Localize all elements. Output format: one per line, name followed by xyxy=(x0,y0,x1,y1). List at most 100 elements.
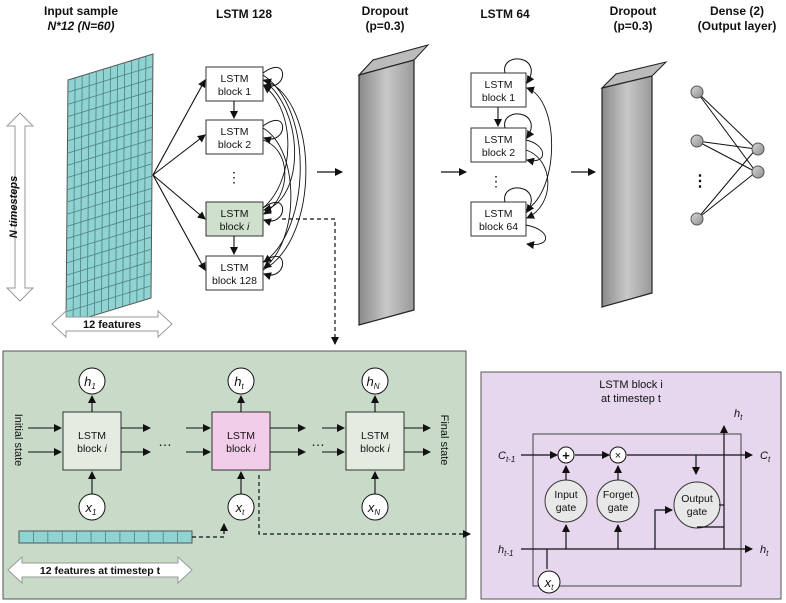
unrolled-dots-1: … xyxy=(158,433,172,449)
x-label-2: xt xyxy=(235,500,246,517)
output-gate-label-1: Output xyxy=(681,493,713,505)
input-grid-row-line xyxy=(67,65,154,93)
unrolled-dots-2: … xyxy=(311,433,325,449)
unrolled-cell-2-line1: LSTM xyxy=(227,430,255,442)
dropout1-title: Dropout xyxy=(362,4,409,18)
timesteps-double-arrow xyxy=(5,112,35,302)
lstm128-block-4-line1: LSTM xyxy=(220,262,248,274)
input-grid-row-line xyxy=(67,126,153,154)
input-grid-row-line xyxy=(66,200,152,227)
lstm64-block-2-line2: block 2 xyxy=(482,147,515,159)
lstm64-block-3-line2: block 64 xyxy=(479,221,518,233)
lstm128-recurrent-link xyxy=(262,85,289,209)
lstm64-ellipsis: ⋮ xyxy=(489,173,503,189)
lstm128-recurrent-link xyxy=(262,74,301,263)
input-to-lstm128-arrow xyxy=(152,174,206,271)
lstm128-recurrent-link xyxy=(262,139,286,215)
input-grid-row-line xyxy=(66,163,153,191)
dropout2-layer xyxy=(601,75,653,308)
dense-input-node-n xyxy=(690,212,704,226)
lstm128-block-3-line1: LSTM xyxy=(220,208,248,220)
times-symbol: × xyxy=(615,450,621,462)
input-gate-label-1: Input xyxy=(554,489,577,501)
lstm64-block-2-box xyxy=(470,127,527,163)
input-to-lstm128-arrow xyxy=(152,79,206,176)
lstm64-recurrent-link xyxy=(525,86,552,211)
timestep-features-arrow xyxy=(7,555,193,585)
input-gate-label-2: gate xyxy=(556,502,577,514)
dashed-connector-detail xyxy=(258,475,471,538)
lstm64-recurrent-link xyxy=(525,149,549,219)
output-gate xyxy=(673,481,721,529)
xt-node xyxy=(537,570,561,594)
lstm128-self-loop xyxy=(262,119,284,145)
lstm128-title: LSTM 128 xyxy=(216,7,272,21)
lstm128-recurrent-link xyxy=(262,78,307,271)
lstm128-recurrent-link xyxy=(262,127,292,269)
lstm64-block-1-line2: block 1 xyxy=(482,92,515,104)
lstm128-block-4-line2: block 128 xyxy=(212,275,257,287)
input-grid-row-line xyxy=(67,90,153,117)
lstm128-block-2-line1: LSTM xyxy=(220,126,248,138)
timestep-features-bar xyxy=(18,530,193,544)
input-sample-formula: N*12 (N=60) xyxy=(47,19,114,33)
timestep-features-label: 12 features at timestep t xyxy=(40,565,161,577)
c-out-label: Ct xyxy=(760,450,771,464)
output-gate-label-2: gate xyxy=(687,506,708,518)
input-to-lstm128-arrow xyxy=(152,174,206,220)
lstm128-block-1-line1: LSTM xyxy=(220,73,248,85)
dense-subtitle: (Output layer) xyxy=(698,19,777,33)
input-grid-row-line xyxy=(66,236,152,264)
input-grid-row-line xyxy=(66,248,152,276)
unrolled-cell-3-box xyxy=(345,411,405,471)
plus-symbol: + xyxy=(562,448,570,463)
lstm128-ellipsis: ⋮ xyxy=(227,169,241,185)
forget-gate-label-1: Forget xyxy=(603,489,633,501)
lstm64-block-3-line1: LSTM xyxy=(484,208,512,220)
features-double-arrow xyxy=(51,309,173,339)
x-node-1 xyxy=(78,493,106,521)
lstm128-block-3-line2: block i xyxy=(220,221,250,233)
lstm64-block-3-box xyxy=(470,201,527,237)
dense-output-node-2 xyxy=(751,165,765,179)
lstm64-block-1-line1: LSTM xyxy=(484,79,512,91)
input-grid-row-line xyxy=(67,78,153,105)
dense-layer xyxy=(690,85,765,226)
lstm64-recurrent-link xyxy=(525,224,546,250)
lstm64-block-2-line1: LSTM xyxy=(484,134,512,146)
unrolled-cell-3-line1: LSTM xyxy=(361,430,389,442)
dropout1-layer xyxy=(358,59,415,326)
lstm128-block-2-box xyxy=(205,119,264,155)
unrolled-cell-3-line2: block i xyxy=(360,443,390,455)
h-top-label: ht xyxy=(734,408,743,422)
input-sample-title: Input sample xyxy=(44,4,118,18)
dense-output-node-1 xyxy=(751,142,765,156)
dropout1-param: (p=0.3) xyxy=(365,19,404,33)
h-to-output-gate xyxy=(654,506,673,549)
final-state-label: Final state xyxy=(438,415,450,466)
h-node-3 xyxy=(361,367,389,395)
lstm64-recurrent-link xyxy=(525,139,543,166)
h-label-1: h1 xyxy=(84,374,96,391)
dashed-connector-unroll xyxy=(282,218,339,345)
cell-detail-title-1: LSTM block i xyxy=(599,379,663,391)
h-node-1 xyxy=(78,367,106,395)
input-grid-row-line xyxy=(67,151,153,178)
cell-detail-frame xyxy=(532,433,742,587)
cell-detail-title-2: at timestep t xyxy=(601,393,661,405)
input-gate xyxy=(544,479,588,523)
lstm128-recurrent-link xyxy=(262,79,296,213)
input-grid-row-line xyxy=(66,273,152,300)
